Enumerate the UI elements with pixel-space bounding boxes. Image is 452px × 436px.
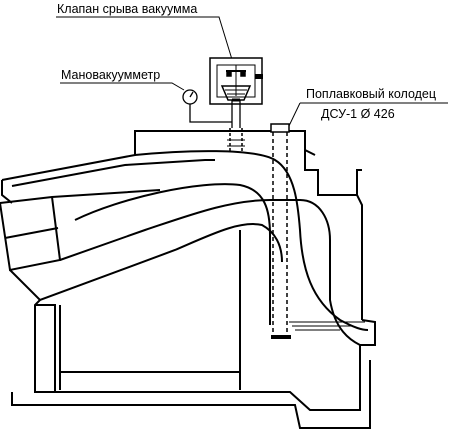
vacuum-pipe: [227, 128, 245, 152]
pressure-vacuum-gauge: [182, 89, 232, 123]
label-float-well: Поплавковый колодец: [306, 87, 436, 101]
label-well-spec: ДСУ-1 Ø 426: [321, 107, 395, 121]
leader-lines: [56, 16, 448, 129]
label-vacuum-breaker-valve: Клапан срыва вакуумма: [57, 2, 197, 16]
vacuum-breaker-valve: [209, 57, 263, 128]
siphon-body: [0, 130, 376, 429]
water-level-lines: [289, 321, 365, 331]
label-pressure-vacuum-gauge: Мановакуумметр: [61, 68, 160, 82]
float-well: [270, 123, 291, 339]
